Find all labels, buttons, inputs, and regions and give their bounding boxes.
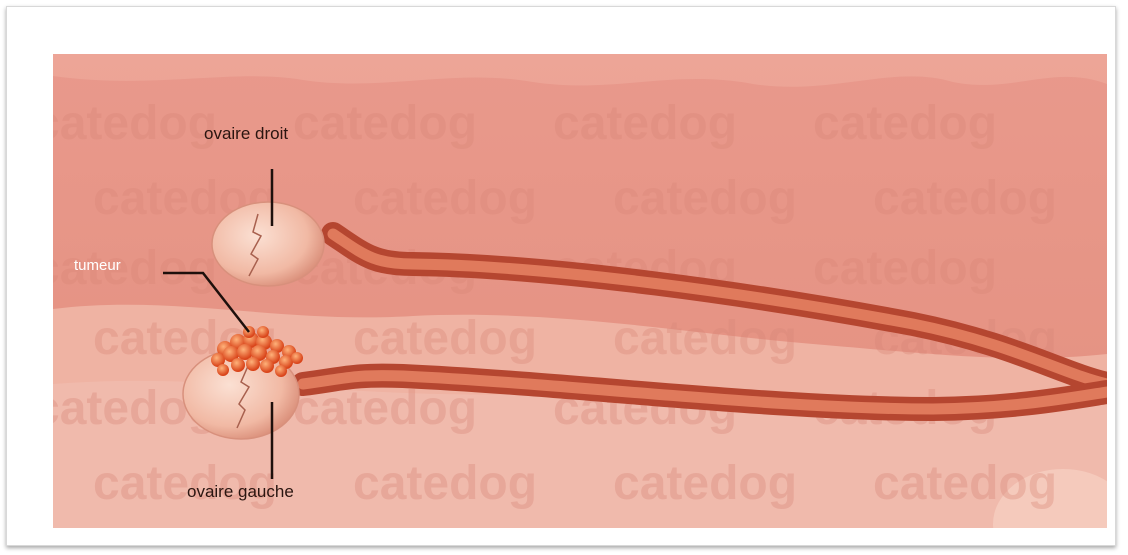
watermark-text: catedog: [353, 457, 537, 510]
watermark-text: catedog: [873, 457, 1057, 510]
label-tumor: tumeur: [74, 258, 121, 273]
right-ovary: [212, 202, 324, 286]
watermark-text: catedog: [813, 242, 997, 295]
watermark-text: catedog: [613, 312, 797, 365]
watermark-text: catedog: [613, 172, 797, 225]
watermark-text: catedog: [873, 172, 1057, 225]
watermark-text: catedog: [353, 312, 537, 365]
label-left-ovary: ovaire gauche: [187, 483, 294, 500]
watermark-text: catedog: [293, 97, 477, 150]
watermark-text: catedog: [613, 457, 797, 510]
watermark-text: catedog: [813, 97, 997, 150]
watermark-text: catedog: [53, 97, 217, 150]
watermark-text: catedog: [553, 97, 737, 150]
label-right-ovary: ovaire droit: [204, 125, 288, 142]
watermark-text: catedog: [353, 172, 537, 225]
image-frame: catedog catedog catedog catedog catedog …: [6, 6, 1116, 546]
